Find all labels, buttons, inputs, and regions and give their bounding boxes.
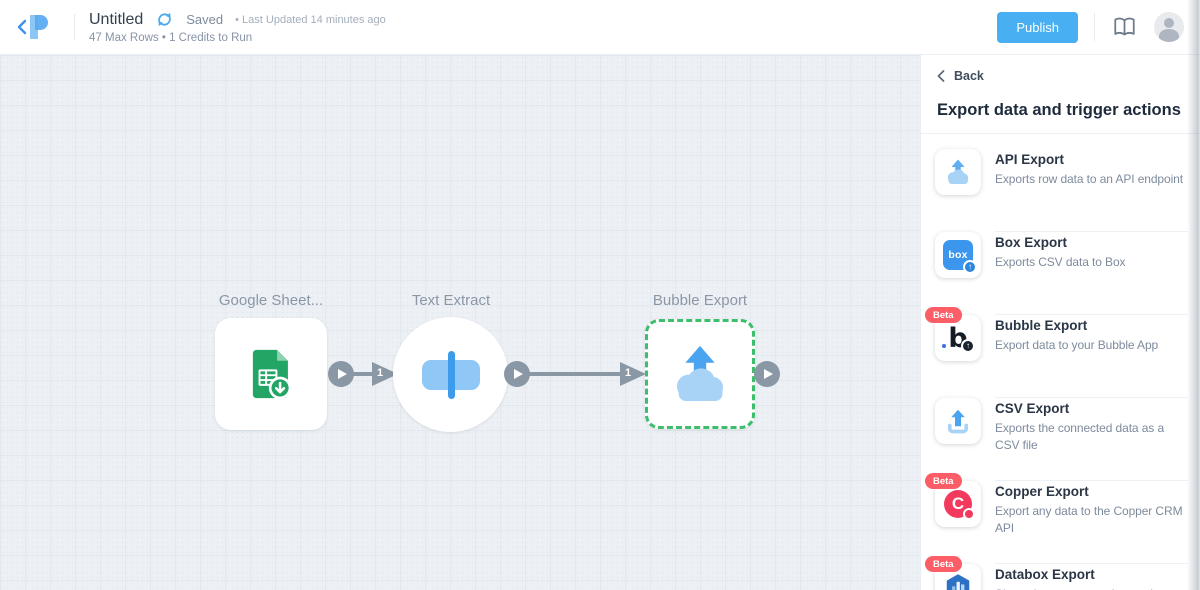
flow-meta: 47 Max Rows • 1 Credits to Run [89,32,253,44]
back-button[interactable]: Back [921,55,1200,83]
beta-badge: Beta [925,473,962,489]
play-icon [338,369,347,379]
top-header: Untitled Saved • Last Updated 14 minutes… [0,0,1200,55]
item-title: Box Export [995,235,1068,250]
bubble-icon: b ↑ [942,323,975,354]
item-title: Databox Export [995,567,1095,582]
flow-title[interactable]: Untitled [89,10,144,28]
play-icon [514,369,523,379]
item-description: Export data to your Bubble App [995,338,1159,352]
avatar-person-icon [1164,18,1174,28]
node-text-extract[interactable] [393,317,508,432]
play-icon [764,369,773,379]
saved-status: Saved [186,12,224,27]
back-chevron-icon [937,70,945,82]
copper-icon: C [944,490,975,520]
output-port-text-extract[interactable] [504,361,530,387]
header-divider [1094,13,1095,41]
node-label-text-extract: Text Extract [411,292,491,309]
beta-badge: Beta [925,556,962,572]
item-description: Exports row data to an API endpoint [995,172,1183,186]
copper-badge-icon [963,508,975,520]
edge-count-label: 1 [625,367,632,379]
cloud-upload-icon [947,159,969,184]
export-arrow-badge-icon: ↑ [961,339,975,353]
last-updated-text: • Last Updated 14 minutes ago [235,13,386,26]
list-item-bubble-export[interactable]: Beta b ↑ Bubble Export Export data to yo… [921,300,1200,398]
output-port-bubble-export[interactable] [754,361,780,387]
item-title: Bubble Export [995,318,1088,333]
export-actions-panel: Back Export data and trigger actions Bet… [920,55,1200,590]
csv-upload-icon [947,409,969,434]
list-item-copper-export[interactable]: Beta C Copper Export Export any data to … [921,466,1200,564]
list-item-csv-export[interactable]: Beta CSV Export Exports the connected da… [921,383,1200,481]
app-logo[interactable] [16,15,68,39]
databox-icon [946,574,970,590]
export-arrow-badge-icon: ↑ [963,260,977,274]
google-sheets-icon [252,349,292,400]
user-avatar[interactable] [1154,12,1184,42]
node-label-bubble-export: Bubble Export [652,292,748,309]
sync-icon[interactable] [155,10,174,29]
flow-canvas[interactable]: Google Sheet... Text Extract Bubble Expo… [0,55,920,590]
list-item-databox-export[interactable]: Beta Databox Export Shows how to export … [921,549,1200,590]
item-title: CSV Export [995,401,1070,416]
item-description: Exports the connected data as a CSV file [995,421,1165,452]
list-item-box-export[interactable]: Beta box ↑ Box Export Exports CSV data t… [921,217,1200,315]
list-item-api-export[interactable]: Beta API Export Exports row data to an A… [921,134,1200,232]
logo-chevron-icon [17,19,27,35]
panel-title: Export data and trigger actions [937,101,1181,119]
beta-badge: Beta [925,307,962,323]
item-title: Copper Export [995,484,1089,499]
header-divider [74,14,75,40]
node-bubble-export[interactable] [645,319,755,429]
node-label-google-sheet: Google Sheet... [218,292,324,309]
output-port-google-sheet[interactable] [328,361,354,387]
parabola-p-icon [30,15,48,39]
edge-arrowhead: 1 [620,362,646,386]
text-extract-icon [420,350,482,399]
item-description: Exports CSV data to Box [995,255,1126,269]
panel-divider [921,133,1200,134]
cloud-upload-icon [676,345,724,401]
item-description: Shows how to export data to the Databox … [995,586,1188,590]
edge-count-label: 1 [377,367,384,379]
item-title: API Export [995,152,1065,167]
item-description: Export any data to the Copper CRM API [995,504,1183,535]
docs-book-icon[interactable] [1111,15,1138,39]
box-icon: box ↑ [943,240,977,274]
edge-line [517,372,625,376]
node-google-sheet[interactable] [215,318,327,430]
edge-line [341,372,377,376]
sidebar-scrollbar[interactable] [1187,0,1200,590]
publish-button[interactable]: Publish [997,11,1078,43]
